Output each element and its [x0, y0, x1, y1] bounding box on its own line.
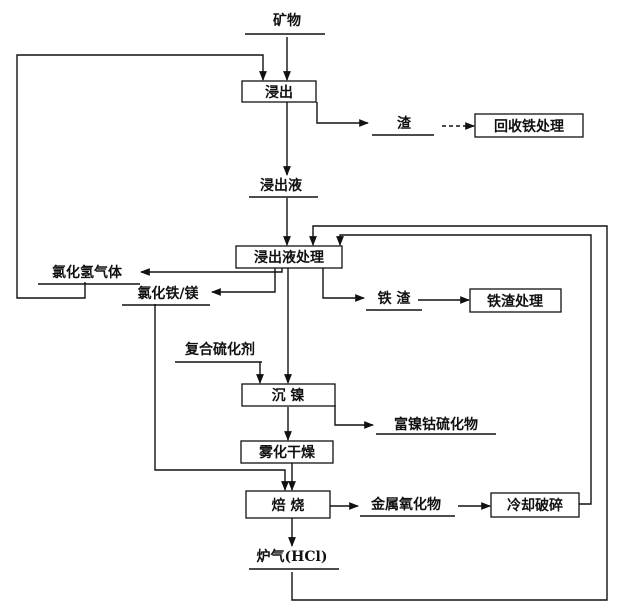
arrow-ni-to-sulfide: [335, 405, 373, 425]
node-roasting-label: 焙 烧: [272, 497, 305, 514]
node-hcl-gas-label: 氯化氢气体: [52, 264, 123, 281]
node-spray-drying-label: 雾化干燥: [258, 444, 316, 461]
node-ni-co-sulfide-label: 富镍钴硫化物: [394, 416, 478, 433]
node-iron-slag-treatment-label: 铁渣处理: [487, 293, 543, 310]
node-furnace-gas: 炉气(HCl): [249, 548, 339, 569]
node-iron-slag: 铁 渣: [366, 290, 422, 310]
node-furnace-gas-label: 炉气(HCl): [257, 548, 328, 565]
node-iron-slag-label: 铁 渣: [378, 290, 412, 307]
node-ore-label: 矿物: [273, 12, 301, 29]
node-fe-mg-chloride: 氯化铁/镁: [122, 285, 210, 305]
node-hcl-gas: 氯化氢气体: [38, 264, 140, 284]
node-cooling-crushing-label: 冷却破碎: [507, 497, 563, 514]
node-nickel-precipitation: 沉 镍: [242, 384, 335, 406]
node-cooling-crushing: 冷却破碎: [491, 493, 579, 517]
node-ni-co-sulfide: 富镍钴硫化物: [376, 416, 496, 434]
node-leachate-label: 浸出液: [260, 177, 303, 194]
node-metal-oxides-label: 金属氧化物: [370, 496, 441, 513]
node-spray-drying: 雾化干燥: [241, 441, 333, 463]
node-compound-sulfiding-agent-label: 复合硫化剂: [184, 341, 255, 358]
node-leachate-treatment-label: 浸出液处理: [254, 249, 324, 266]
arrow-leach-to-residue: [317, 102, 368, 123]
node-iron-recovery-label: 回收铁处理: [494, 118, 564, 135]
node-compound-sulfiding-agent: 复合硫化剂: [175, 341, 262, 362]
node-leach: 浸出: [242, 81, 316, 102]
arrow-hcl-recycle-to-leach: [17, 55, 263, 298]
node-leachate: 浸出液: [249, 177, 318, 197]
arrow-furnace-gas-recycle: [292, 226, 607, 600]
node-roasting: 焙 烧: [246, 491, 330, 518]
node-iron-slag-treatment: 铁渣处理: [470, 289, 561, 312]
node-metal-oxides: 金属氧化物: [360, 496, 455, 516]
arrow-treatment-to-iron-slag: [323, 268, 364, 298]
node-leach-label: 浸出: [265, 84, 293, 101]
node-fe-mg-chloride-label: 氯化铁/镁: [137, 285, 199, 302]
node-residue: 渣: [372, 115, 434, 135]
node-leachate-treatment: 浸出液处理: [236, 246, 342, 268]
node-iron-recovery: 回收铁处理: [475, 114, 583, 137]
node-ore: 矿物: [245, 12, 325, 34]
node-nickel-precipitation-label: 沉 镍: [272, 387, 305, 404]
node-residue-label: 渣: [397, 115, 412, 132]
arrow-cooling-recycle-to-treatment: [340, 235, 591, 504]
